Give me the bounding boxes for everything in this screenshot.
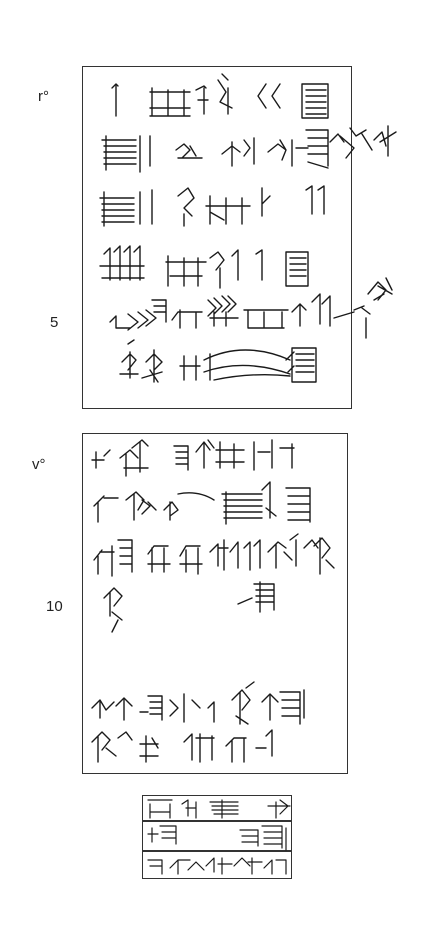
seal-register-2 [142,821,292,851]
obverse-line-1-signs [111,73,329,119]
reverse-label: v° [32,456,46,473]
obverse-line-6-signs [119,339,317,383]
reverse-line-12-signs [91,729,273,763]
reverse-line-10-signs [103,581,275,633]
obverse-line-2-signs [101,125,397,173]
obverse-line-4-signs [99,245,309,289]
line-number-5: 5 [50,314,59,331]
obverse-line-5-signs [109,277,393,339]
reverse-line-8-signs [93,481,311,525]
seal-register-1 [142,795,292,821]
obverse-label: r° [38,88,49,105]
reverse-line-7-signs [91,439,295,477]
obverse-line-3-signs [99,185,325,227]
seal-register-3 [142,851,292,879]
reverse-panel [82,433,348,774]
reverse-line-9-signs [93,533,335,577]
reverse-line-11-signs [91,681,305,725]
seal-signs [147,799,291,875]
line-number-10: 10 [46,598,63,615]
obverse-panel [82,66,352,409]
